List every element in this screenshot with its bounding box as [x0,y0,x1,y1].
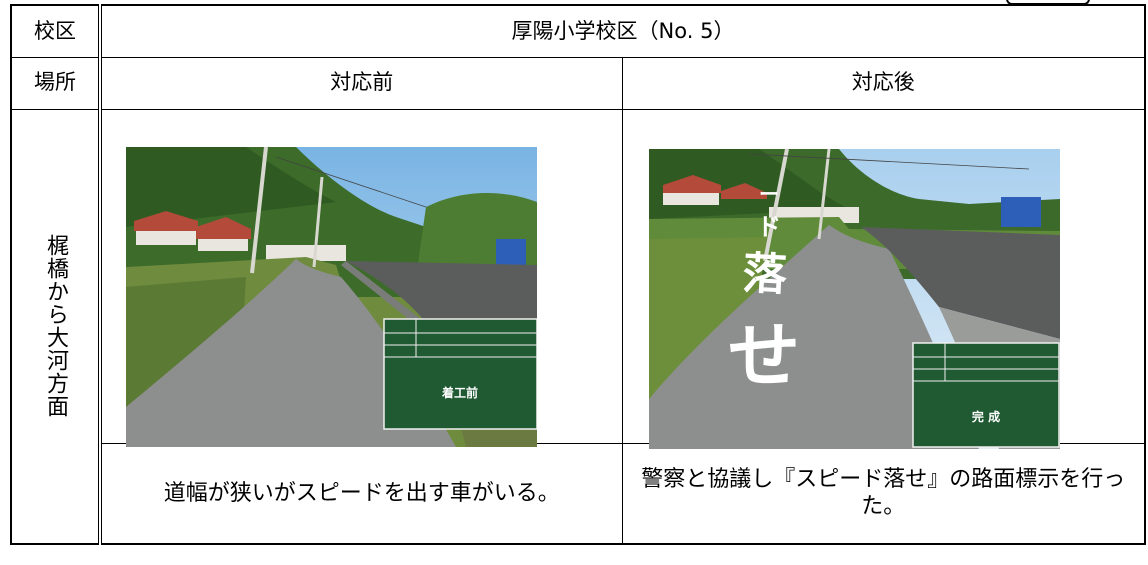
place-cell: 梶橋から大河方面 [10,108,102,545]
place-label: 場所 [34,70,76,95]
district-value-cell: 厚陽小学校区（No. 5） [99,4,1146,58]
before-photo-cell: 着工前 [99,108,623,447]
after-header: 対応後 [851,70,915,95]
road-marking-text-part0: ド [757,213,781,241]
after-photo-cell: 落 せ ド ー 完 成 [621,108,1146,449]
before-description: 道幅が狭いがスピードを出す車がいる。 [163,480,560,506]
road-marking-text-partA: ー [759,182,779,206]
place-label-cell: 場所 [10,56,102,110]
road-photo-before-icon: 着工前 [126,146,537,447]
after-header-cell: 対応後 [621,56,1146,110]
description-row: 道幅が狭いがスピードを出す車がいる。 警察と協議し『スピード落せ』の路面標示を行… [11,442,1146,545]
district-value: 厚陽小学校区（No. 5） [511,18,735,43]
after-description: 警察と協議し『スピード落せ』の路面標示を行った。 [641,466,1126,520]
before-header-cell: 対応前 [99,56,623,110]
place-value: 梶橋から大河方面 [43,234,68,419]
district-label: 校区 [34,18,76,43]
report-table: 校区 厚陽小学校区（No. 5） 場所 対応前 対応後 梶橋から大河方面 [10,4,1146,545]
before-description-cell: 道幅が狭いがスピードを出す車がいる。 [99,442,623,545]
after-description-cell: 警察と協議し『スピード落せ』の路面標示を行った。 [621,442,1146,545]
photo-row: 梶橋から大河方面 [10,108,1146,545]
school-district-row: 校区 厚陽小学校区（No. 5） [10,4,1146,58]
column-header-row: 場所 対応前 対応後 [10,56,1146,110]
road-marking-text-part1: 落 [741,247,789,300]
before-header: 対応前 [330,70,394,95]
before-board-text: 着工前 [441,385,478,400]
road-photo-after-icon: 落 せ ド ー 完 成 [648,148,1060,449]
after-board-text: 完 成 [971,409,999,424]
road-marking-text-part2: せ [727,314,799,398]
district-label-cell: 校区 [10,4,102,58]
